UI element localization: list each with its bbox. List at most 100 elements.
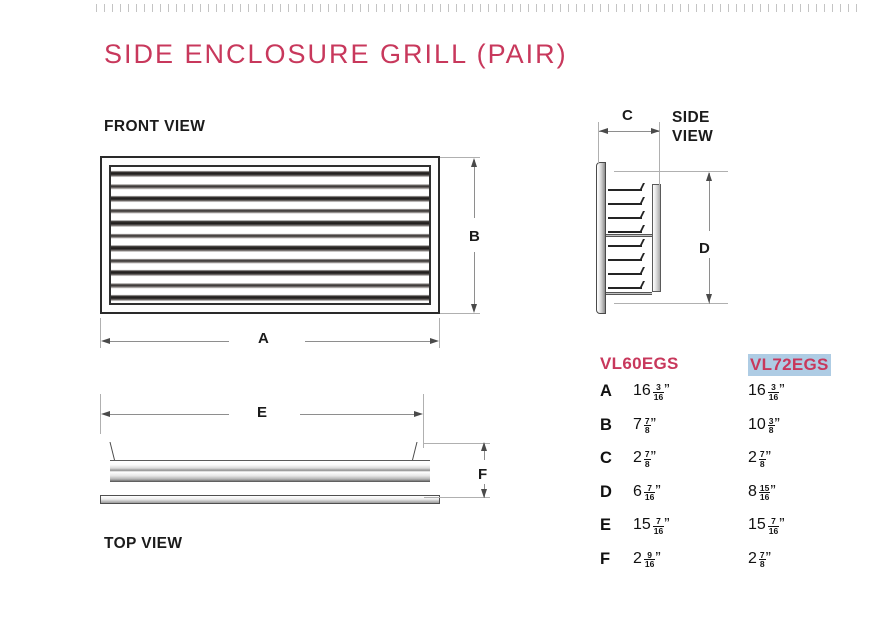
dim-b-line-bottom xyxy=(474,252,475,310)
dim-e-line-right xyxy=(300,414,419,415)
side-view-divider xyxy=(606,292,652,295)
dim-c-ext-right xyxy=(659,122,660,222)
dim-e-ext-left xyxy=(100,394,101,434)
row-dimension-letter: F xyxy=(600,549,611,568)
top-dotted-divider xyxy=(96,4,858,12)
dim-c-arrow-right xyxy=(651,128,660,134)
dimension-label-c: C xyxy=(622,107,633,124)
dim-a-arrow-right xyxy=(430,338,439,344)
side-view-blade xyxy=(608,217,642,219)
side-view-blade xyxy=(608,287,642,289)
dimension-label-b: B xyxy=(469,228,480,245)
column-header-vl60egs[interactable]: VL60EGS xyxy=(600,354,679,373)
grill-louver xyxy=(111,228,429,242)
dim-a-line-right xyxy=(305,341,435,342)
dim-a-line-left xyxy=(104,341,229,342)
grill-louver xyxy=(111,290,429,303)
top-view-flange xyxy=(100,495,440,504)
front-view-drawing xyxy=(100,156,440,314)
top-view-heading: TOP VIEW xyxy=(104,535,183,552)
dim-e-ext-right xyxy=(423,394,424,448)
row-dimension-letter: E xyxy=(600,516,612,534)
side-view-heading: SIDE VIEW xyxy=(672,108,713,146)
dimension-label-f: F xyxy=(478,466,488,483)
dim-e-arrow-left xyxy=(101,411,110,417)
side-view-blade xyxy=(608,203,642,205)
grill-louver xyxy=(111,191,429,205)
side-view-blade xyxy=(608,259,642,261)
dim-f-line-top xyxy=(484,444,485,460)
spec-table-header: VL60EGS VL72EGS xyxy=(600,354,858,382)
dim-b-arrow-bottom xyxy=(471,304,477,313)
side-view-blade xyxy=(608,245,642,247)
dim-c-line xyxy=(599,131,659,132)
dim-f-arrow-top xyxy=(481,442,487,451)
grill-louver xyxy=(111,278,429,291)
top-view-left-hook xyxy=(109,442,129,462)
row-dimension-letter: C xyxy=(600,449,612,467)
dim-d-arrow-bottom xyxy=(706,294,712,303)
grill-louver xyxy=(111,179,429,192)
side-view-blade xyxy=(608,189,642,191)
dim-d-ext-top xyxy=(614,171,728,172)
grill-louver xyxy=(111,204,429,217)
dim-d-line-bottom xyxy=(709,258,710,304)
grill-louver xyxy=(111,265,429,279)
side-view-blade xyxy=(608,231,642,233)
dimension-label-a: A xyxy=(258,330,269,347)
side-view-heading-line1: SIDE xyxy=(672,109,710,126)
dim-b-arrow-top xyxy=(471,158,477,167)
dim-d-arrow-top xyxy=(706,172,712,181)
top-view-body xyxy=(110,460,430,482)
dimension-label-d: D xyxy=(699,240,710,257)
dim-c-arrow-left xyxy=(599,128,608,134)
row-dimension-letter: B xyxy=(600,415,612,434)
grill-louver xyxy=(111,253,429,266)
grill-inner-frame xyxy=(109,165,431,305)
side-view-divider xyxy=(606,234,652,237)
dim-b-ext-bottom xyxy=(440,313,480,314)
dim-d-ext-bottom xyxy=(614,303,728,304)
grill-louver xyxy=(111,167,429,180)
dim-a-arrow-left xyxy=(101,338,110,344)
side-view-faceplate xyxy=(596,162,606,314)
side-view-drawing xyxy=(596,162,676,314)
grill-louver xyxy=(111,216,429,229)
side-view-backplate xyxy=(652,184,661,292)
side-view-heading-line2: VIEW xyxy=(672,128,714,145)
side-view-blade xyxy=(608,273,642,275)
dim-b-line-top xyxy=(474,160,475,218)
column-header-vl72egs[interactable]: VL72EGS xyxy=(748,354,831,376)
dim-e-line-left xyxy=(104,414,229,415)
row-dimension-letter: A xyxy=(600,382,612,400)
dim-a-ext-right xyxy=(439,318,440,348)
dim-f-arrow-bottom xyxy=(481,489,487,498)
dim-a-ext-left xyxy=(100,318,101,348)
top-view-drawing xyxy=(100,438,440,508)
dim-f-ext-top xyxy=(424,443,490,444)
